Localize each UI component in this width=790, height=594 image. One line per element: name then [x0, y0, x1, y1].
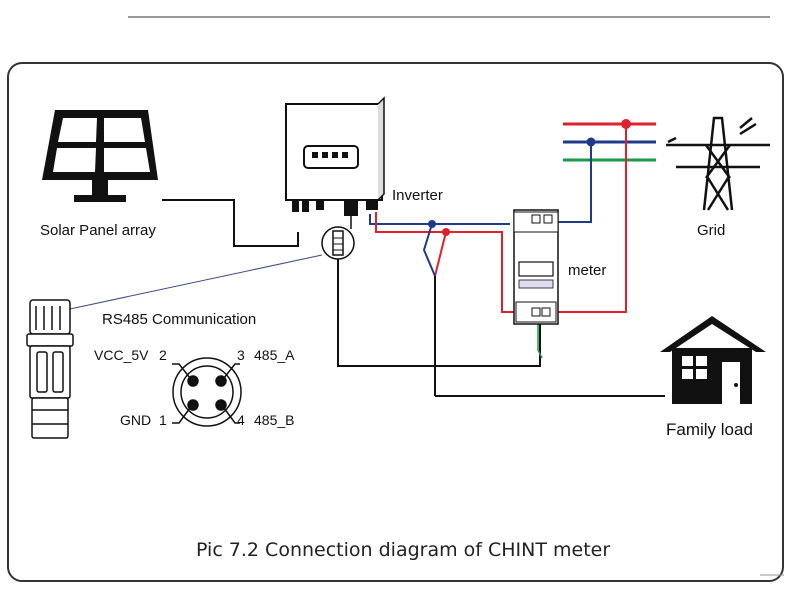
meter-grid-red: [556, 124, 627, 313]
meter-icon: [513, 209, 559, 325]
rs485-cable: [69, 254, 323, 310]
house-icon: [660, 316, 766, 404]
gnd-label: GND: [120, 412, 152, 428]
diagram-frame: [7, 62, 784, 582]
grid-tower-icon: [666, 116, 770, 211]
meter-grid-blue: [556, 142, 592, 223]
a485-label: 485_A: [254, 347, 295, 363]
inverter-ac-red: [375, 212, 516, 313]
vcc-label: VCC_5V: [94, 347, 149, 363]
pin-4-label: 4: [237, 412, 245, 428]
pin-1-label: 1: [159, 412, 167, 428]
pin-3-label: 3: [237, 347, 245, 363]
dc-cable: [162, 199, 299, 247]
comm-cable: [337, 259, 541, 367]
inverter-icon: [285, 96, 385, 216]
pin-2-label: 2: [159, 347, 167, 363]
load-blue-wire: [422, 223, 436, 277]
rs485-plug-icon: [321, 216, 355, 260]
pinout-diagram: [172, 357, 242, 427]
rs485-label: RS485 Communication: [102, 311, 257, 328]
rs485-connector-icon: [26, 299, 74, 439]
inverter-label: Inverter: [392, 187, 443, 204]
inverter-ac-blue: [369, 214, 510, 225]
figure-caption: Pic 7.2 Connection diagram of CHINT mete…: [196, 539, 611, 561]
b485-label: 485_B: [254, 412, 295, 428]
meter-label: meter: [568, 262, 607, 279]
load-red-wire: [434, 231, 447, 277]
grid-label: Grid: [697, 222, 726, 239]
solar-panel-icon: [42, 110, 158, 202]
meter-neutral-green: [537, 322, 543, 359]
family-load-label: Family load: [666, 420, 753, 439]
solar-panel-label: Solar Panel array: [40, 222, 156, 239]
